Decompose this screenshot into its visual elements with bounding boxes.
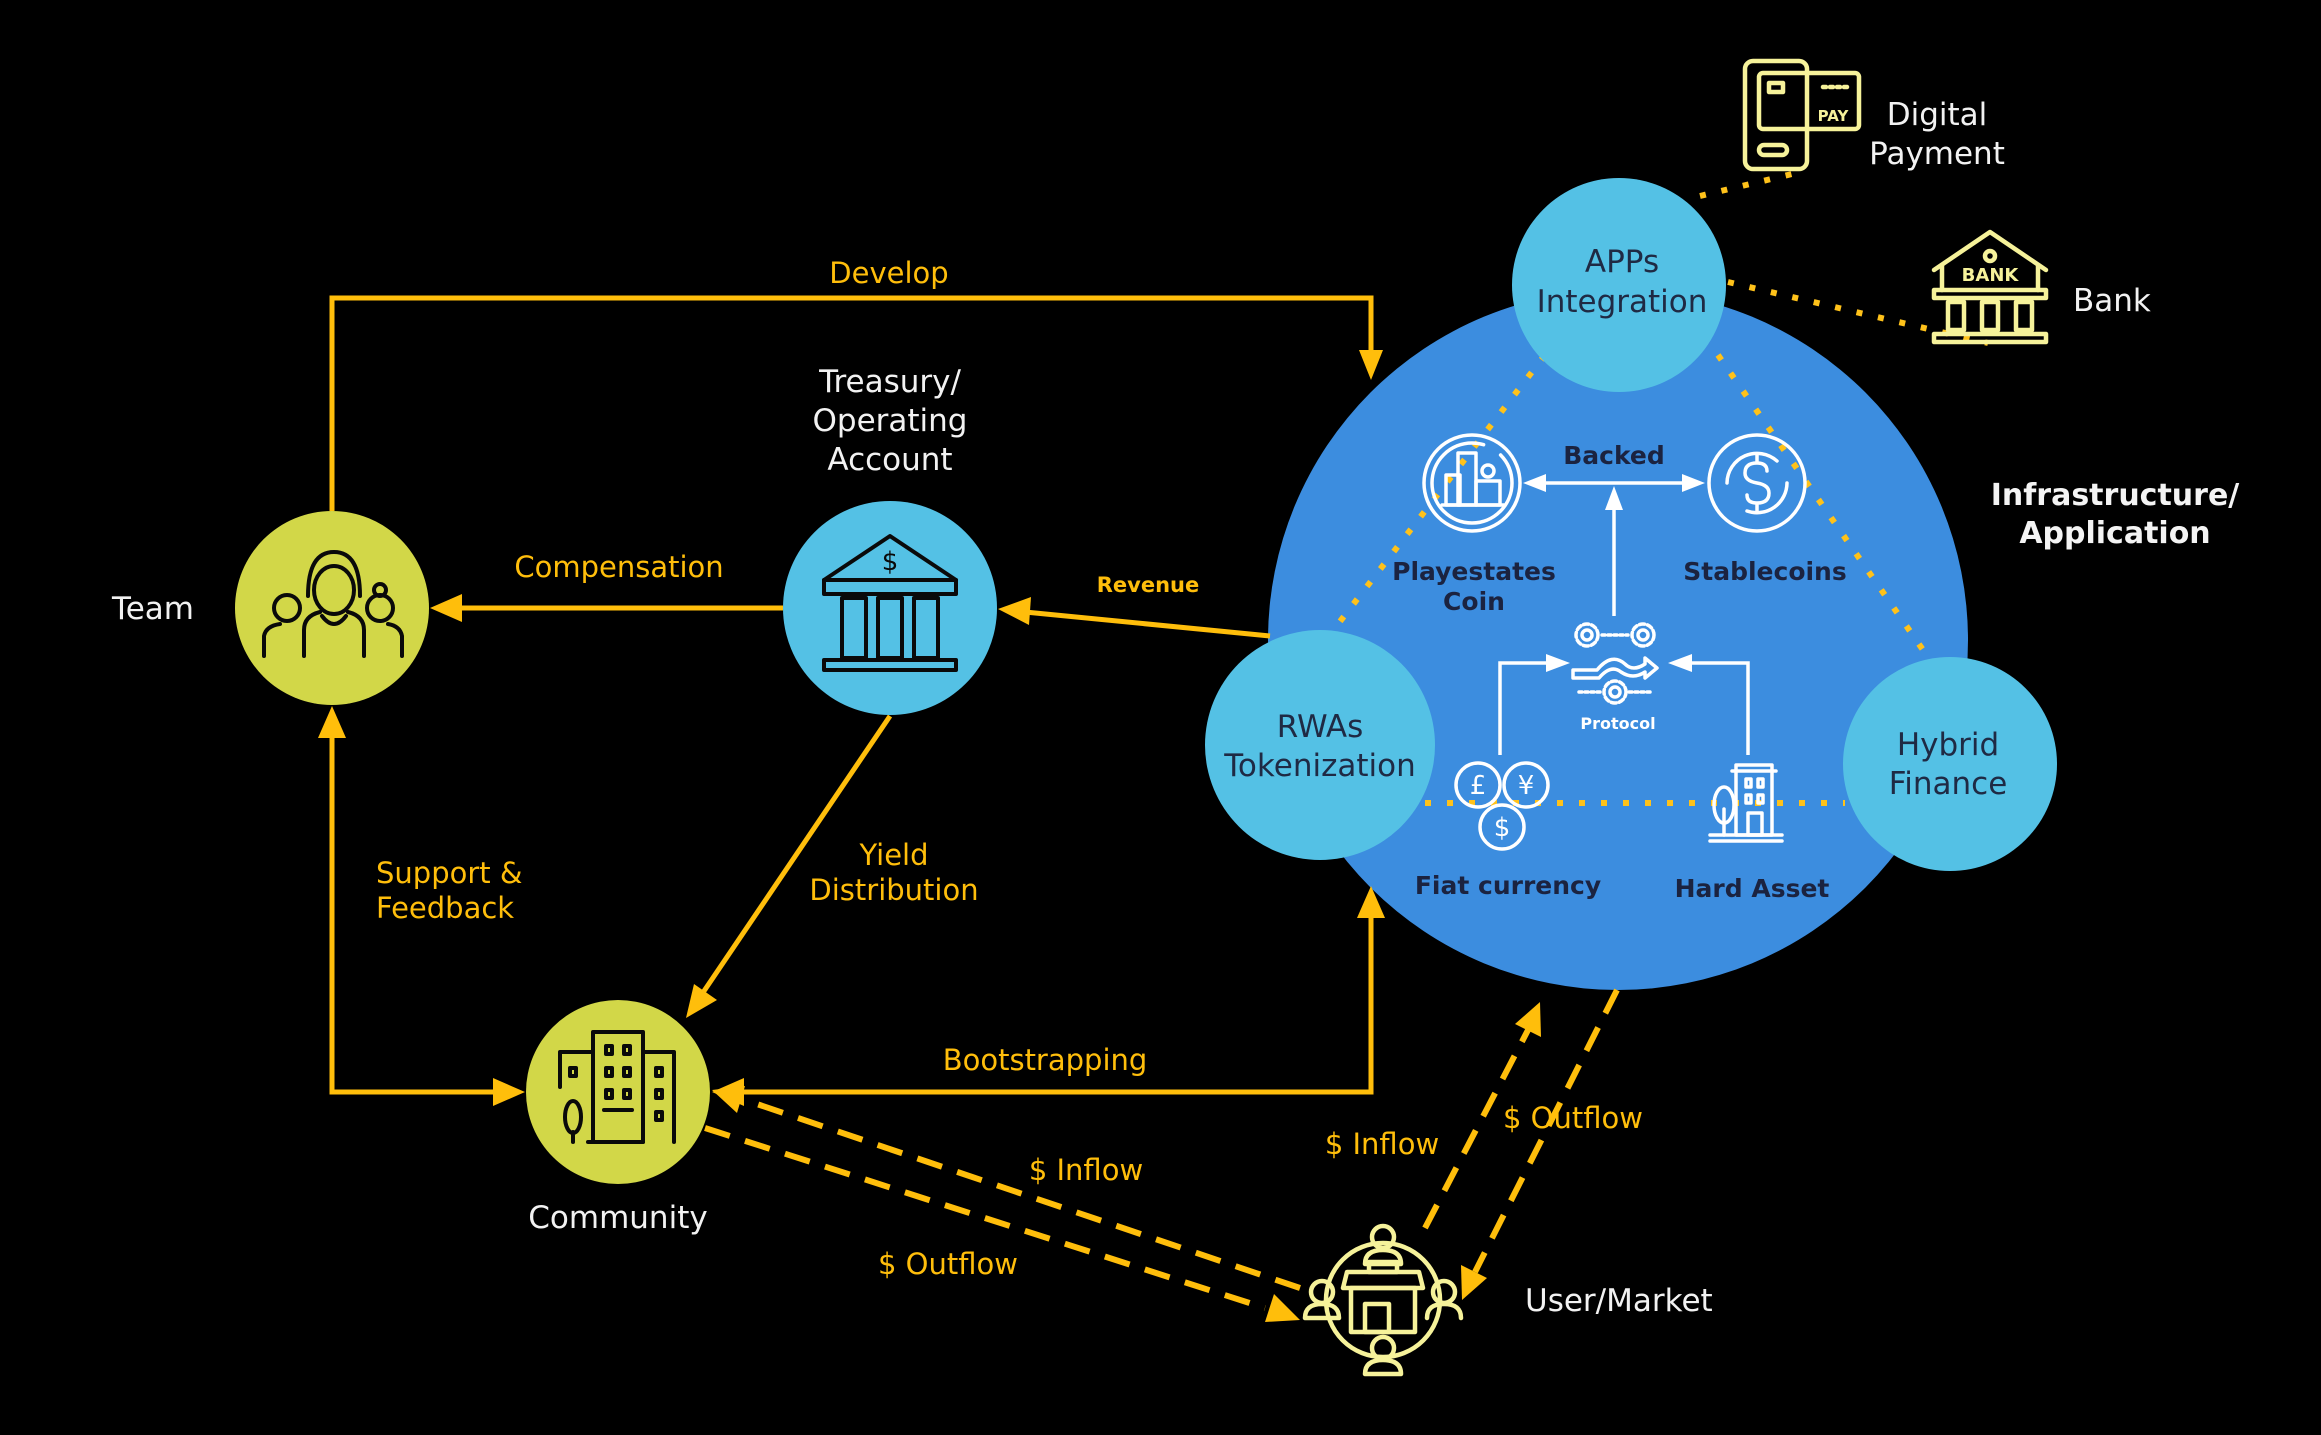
- team-node[interactable]: [235, 511, 429, 705]
- stablecoins-label: Stablecoins: [1683, 557, 1847, 586]
- support-feedback-label-1: Support &: [376, 856, 522, 890]
- protocol-gears-icon: [1571, 622, 1659, 705]
- bootstrapping-line: [738, 918, 1374, 1095]
- hub-inflow-line: [1422, 1028, 1531, 1230]
- support-feedback-label-2: Feedback: [376, 891, 514, 925]
- community-inflow-label: $ Inflow: [1029, 1153, 1143, 1187]
- connector-digital-payment: [1699, 171, 1793, 199]
- backed-connector: [1523, 474, 1705, 616]
- hybrid-label-2: Finance: [1889, 766, 2008, 802]
- hub-inflow-label: $ Inflow: [1325, 1127, 1439, 1161]
- protocol-inputs: [1498, 654, 1750, 755]
- support-feedback-arrowhead: [318, 706, 346, 738]
- playestates-label-1: Playestates: [1392, 557, 1556, 586]
- hybrid-finance-node[interactable]: [1843, 657, 2057, 871]
- compensation-label: Compensation: [514, 550, 723, 584]
- phone-pay-icon: PAY: [1742, 58, 1862, 172]
- revenue-line: [1024, 609, 1271, 639]
- community-inflow-arrowhead: [712, 1086, 745, 1113]
- community-outflow-arrowhead: [1265, 1294, 1300, 1322]
- building-asset-icon: [1708, 763, 1784, 843]
- digital-payment-label-1: Digital: [1887, 97, 1988, 133]
- digital-payment-label-2: Payment: [1869, 136, 2005, 172]
- dashed-flows: [704, 988, 1620, 1322]
- playestates-label-2: Coin: [1443, 587, 1505, 616]
- flow-lines: [318, 295, 1385, 1106]
- bank-dollar-icon: $: [822, 534, 958, 672]
- apps-integration-label-1: APPs: [1585, 244, 1659, 280]
- hybrid-label-1: Hybrid: [1897, 727, 1999, 763]
- hub-dotted-triangle: [1332, 353, 1933, 806]
- bootstrapping-label: Bootstrapping: [943, 1043, 1148, 1077]
- svg-text:$: $: [1494, 813, 1511, 843]
- hub-outflow-label: $ Outflow: [1503, 1101, 1643, 1135]
- rwas-label-2: Tokenization: [1223, 748, 1415, 784]
- hub-circle: [1268, 290, 1968, 990]
- yield-label-1: Yield: [858, 838, 928, 872]
- treasury-node[interactable]: [783, 501, 997, 715]
- treasury-label-1: Treasury/: [818, 364, 961, 400]
- bank-label: Bank: [2073, 283, 2151, 319]
- yield-label-2: Distribution: [809, 873, 978, 907]
- hub-title-1: Infrastructure/: [1991, 478, 2240, 513]
- hub-outflow-line: [1472, 988, 1620, 1274]
- bootstrapping-hub-arrowhead: [1357, 886, 1385, 918]
- develop-arrowhead: [1359, 350, 1383, 380]
- treasury-label-3: Account: [827, 442, 952, 478]
- revenue-arrowhead: [998, 597, 1031, 625]
- community-outflow-line: [704, 1125, 1266, 1311]
- svg-text:$: $: [882, 547, 899, 577]
- treasury-label-2: Operating: [813, 403, 968, 439]
- user-market-label: User/Market: [1525, 1283, 1713, 1319]
- city-buildings-icon: [558, 1030, 676, 1144]
- team-label: Team: [111, 591, 194, 627]
- community-inflow-line: [744, 1097, 1301, 1291]
- svg-text:¥: ¥: [1518, 771, 1535, 801]
- bank-building-icon: BANK: [1931, 229, 2049, 345]
- protocol-label: Protocol: [1580, 714, 1655, 733]
- team-people-icon: [262, 550, 404, 658]
- support-feedback-line: [329, 735, 500, 1095]
- hard-asset-label: Hard Asset: [1675, 874, 1830, 903]
- svg-text:BANK: BANK: [1962, 265, 2020, 286]
- develop-label: Develop: [829, 256, 948, 290]
- community-outflow-label: $ Outflow: [878, 1247, 1018, 1281]
- apps-integration-node[interactable]: [1512, 178, 1726, 392]
- community-node[interactable]: [526, 1000, 710, 1184]
- marketplace-users-icon[interactable]: [1302, 1223, 1464, 1377]
- currency-coins-icon: £ ¥ $: [1454, 761, 1550, 851]
- hub-title-2: Application: [2019, 516, 2210, 551]
- develop-line: [329, 295, 1374, 511]
- rwas-tokenization-node[interactable]: [1205, 630, 1435, 860]
- yield-line: [699, 714, 893, 996]
- dollar-coin-icon: [1707, 433, 1807, 533]
- fiat-currency-label: Fiat currency: [1415, 871, 1601, 900]
- rwas-label-1: RWAs: [1277, 709, 1364, 745]
- hub-outflow-arrowhead: [1461, 1265, 1487, 1300]
- svg-text:£: £: [1470, 771, 1487, 801]
- revenue-label: Revenue: [1097, 573, 1200, 597]
- community-in-arrowhead: [493, 1078, 525, 1106]
- apps-integration-label-2: Integration: [1537, 284, 1708, 320]
- playestates-coin-icon: [1422, 433, 1522, 533]
- hub-inflow-arrowhead: [1515, 1002, 1541, 1037]
- backed-label: Backed: [1563, 441, 1665, 470]
- svg-text:PAY: PAY: [1818, 107, 1850, 125]
- yield-arrowhead: [686, 984, 717, 1018]
- compensation-arrowhead: [430, 594, 462, 622]
- community-label: Community: [528, 1200, 707, 1236]
